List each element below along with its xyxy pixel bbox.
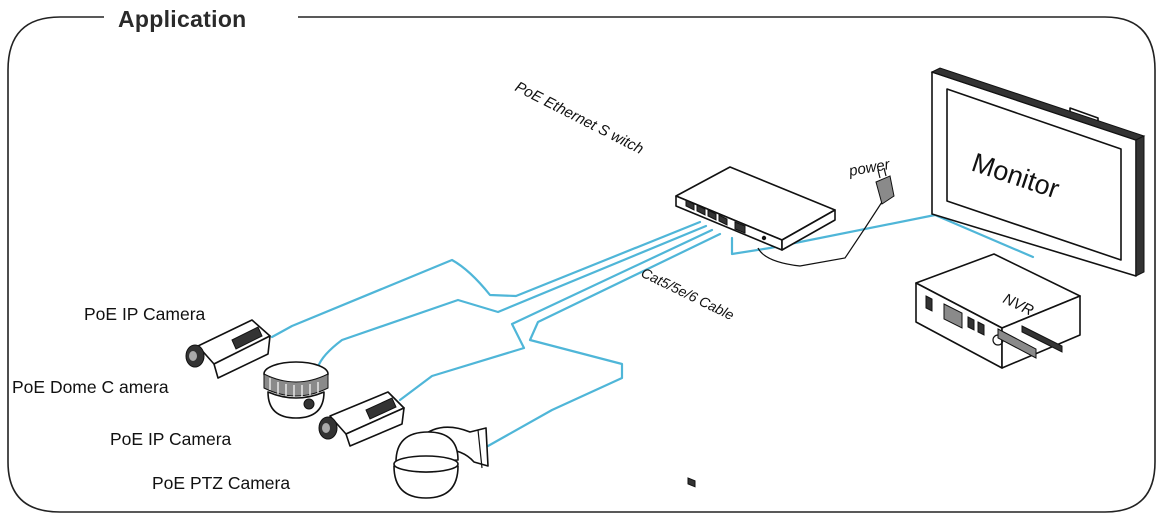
power-cord <box>757 201 883 267</box>
label-dome-camera: PoE Dome C amera <box>12 377 169 397</box>
power-adapter <box>875 167 895 205</box>
nvr: NVR <box>915 253 1081 369</box>
cable-ip-camera-1 <box>270 220 702 339</box>
frame-border <box>7 16 1156 513</box>
cable-ip-camera-2 <box>398 228 714 402</box>
label-ip-camera-1: PoE IP Camera <box>84 304 206 324</box>
ptz-camera <box>393 426 489 499</box>
label-switch: PoE Ethernet S witch <box>512 78 646 158</box>
poe-switch <box>675 166 836 488</box>
label-cable: Cat5/5e/6 Cable <box>639 264 737 323</box>
monitor: Monitor <box>930 67 1146 277</box>
network-cables <box>270 201 1035 448</box>
dome-camera <box>263 361 329 419</box>
cable-dome-camera <box>316 224 708 369</box>
nvr-front-panel <box>925 295 1063 359</box>
switch-ports <box>685 199 767 488</box>
ip-camera-2 <box>318 391 405 447</box>
cable-ptz-camera <box>486 232 722 448</box>
label-power: power <box>847 156 892 180</box>
label-ip-camera-2: PoE IP Camera <box>110 429 232 449</box>
cable-switch-to-nvr <box>730 213 1035 259</box>
frame-title: Application <box>118 6 247 32</box>
ip-camera-1 <box>185 319 271 379</box>
label-ptz-camera: PoE PTZ Camera <box>152 473 290 493</box>
